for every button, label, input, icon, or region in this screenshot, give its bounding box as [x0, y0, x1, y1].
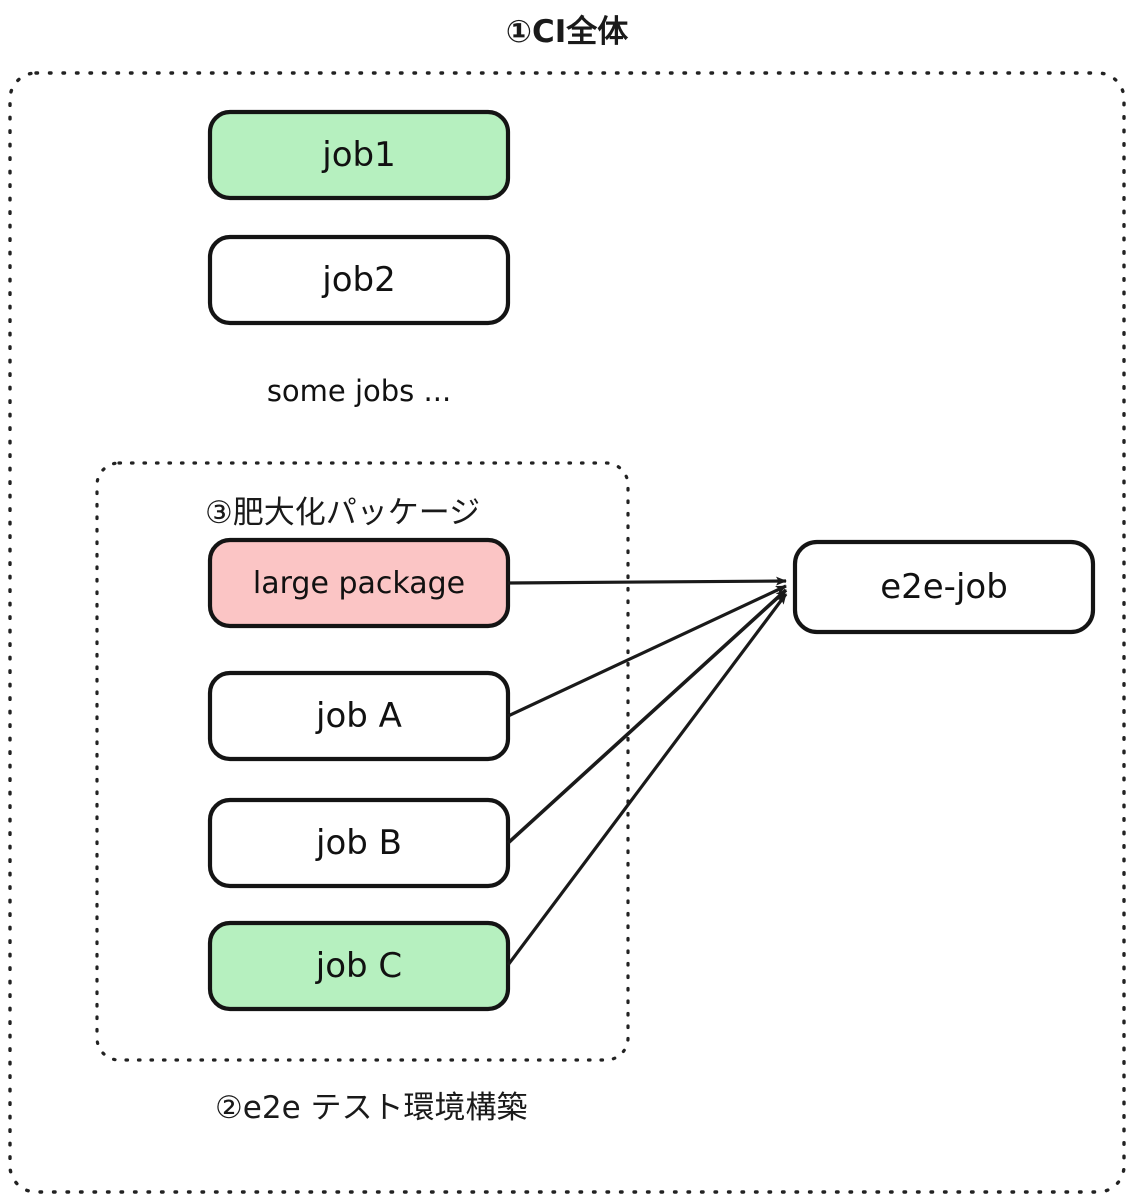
edge-job-a-to-e2e-job — [507, 584, 787, 718]
node-box-job-c[interactable] — [207, 920, 511, 1012]
inner-group-title-top: ③肥大化パッケージ — [205, 495, 481, 531]
node-box-job-a[interactable] — [207, 670, 511, 762]
edge-job-c-to-e2e-job — [506, 593, 788, 966]
inner-group-border — [95, 461, 630, 1062]
node-box-job2[interactable] — [207, 234, 511, 326]
edge-job-b-to-e2e-job — [506, 588, 788, 845]
node-box-job1[interactable] — [207, 109, 511, 201]
node-box-job-b[interactable] — [207, 797, 511, 889]
outer-group-title: ①CI全体 — [505, 14, 629, 50]
edge-large-package-to-e2e-job — [507, 576, 787, 586]
inner-group-title-bottom: ②e2e テスト環境構築 — [215, 1090, 528, 1126]
node-box-large-package[interactable] — [207, 537, 511, 629]
outer-group-border — [8, 71, 1126, 1194]
node-box-e2e-job[interactable] — [792, 539, 1096, 635]
